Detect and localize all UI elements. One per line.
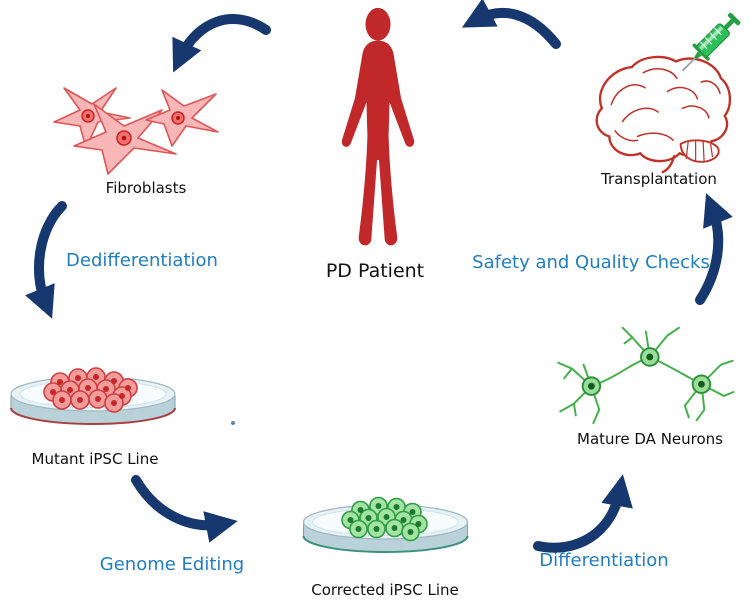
genome-editing-label: Genome Editing — [99, 554, 245, 575]
transplantation-label: Transplantation — [601, 170, 717, 188]
arrow-transplantation-to-patient-icon — [461, 0, 561, 49]
mutant-ipsc-dish-icon — [10, 367, 176, 425]
syringe-icon — [681, 12, 741, 72]
safety-checks-label: Safety and Quality Checks — [472, 252, 710, 273]
fibroblasts-icon — [53, 87, 219, 175]
corrected-ipsc-dish-icon — [302, 496, 469, 553]
pd-patient-figure-icon — [341, 7, 415, 246]
fibroblasts-label: Fibroblasts — [105, 179, 187, 197]
mutant-ipsc-label: Mutant iPSC Line — [31, 450, 159, 468]
brain-icon — [595, 55, 732, 174]
stray-dot — [231, 421, 235, 425]
da-neurons-icon — [557, 326, 735, 425]
differentiation-label: Differentiation — [539, 550, 669, 571]
arrow-patient-to-fibroblasts-icon — [172, 14, 271, 73]
arrow-differentiation-icon — [533, 474, 633, 553]
dedifferentiation-label: Dedifferentiation — [66, 250, 218, 271]
arrow-genome-editing-icon — [131, 475, 238, 543]
patient-label: PD Patient — [325, 260, 425, 282]
corrected-ipsc-label: Corrected iPSC Line — [311, 581, 459, 599]
arrow-dedifferentiation-icon — [25, 201, 67, 319]
da-neurons-label: Mature DA Neurons — [577, 430, 723, 448]
